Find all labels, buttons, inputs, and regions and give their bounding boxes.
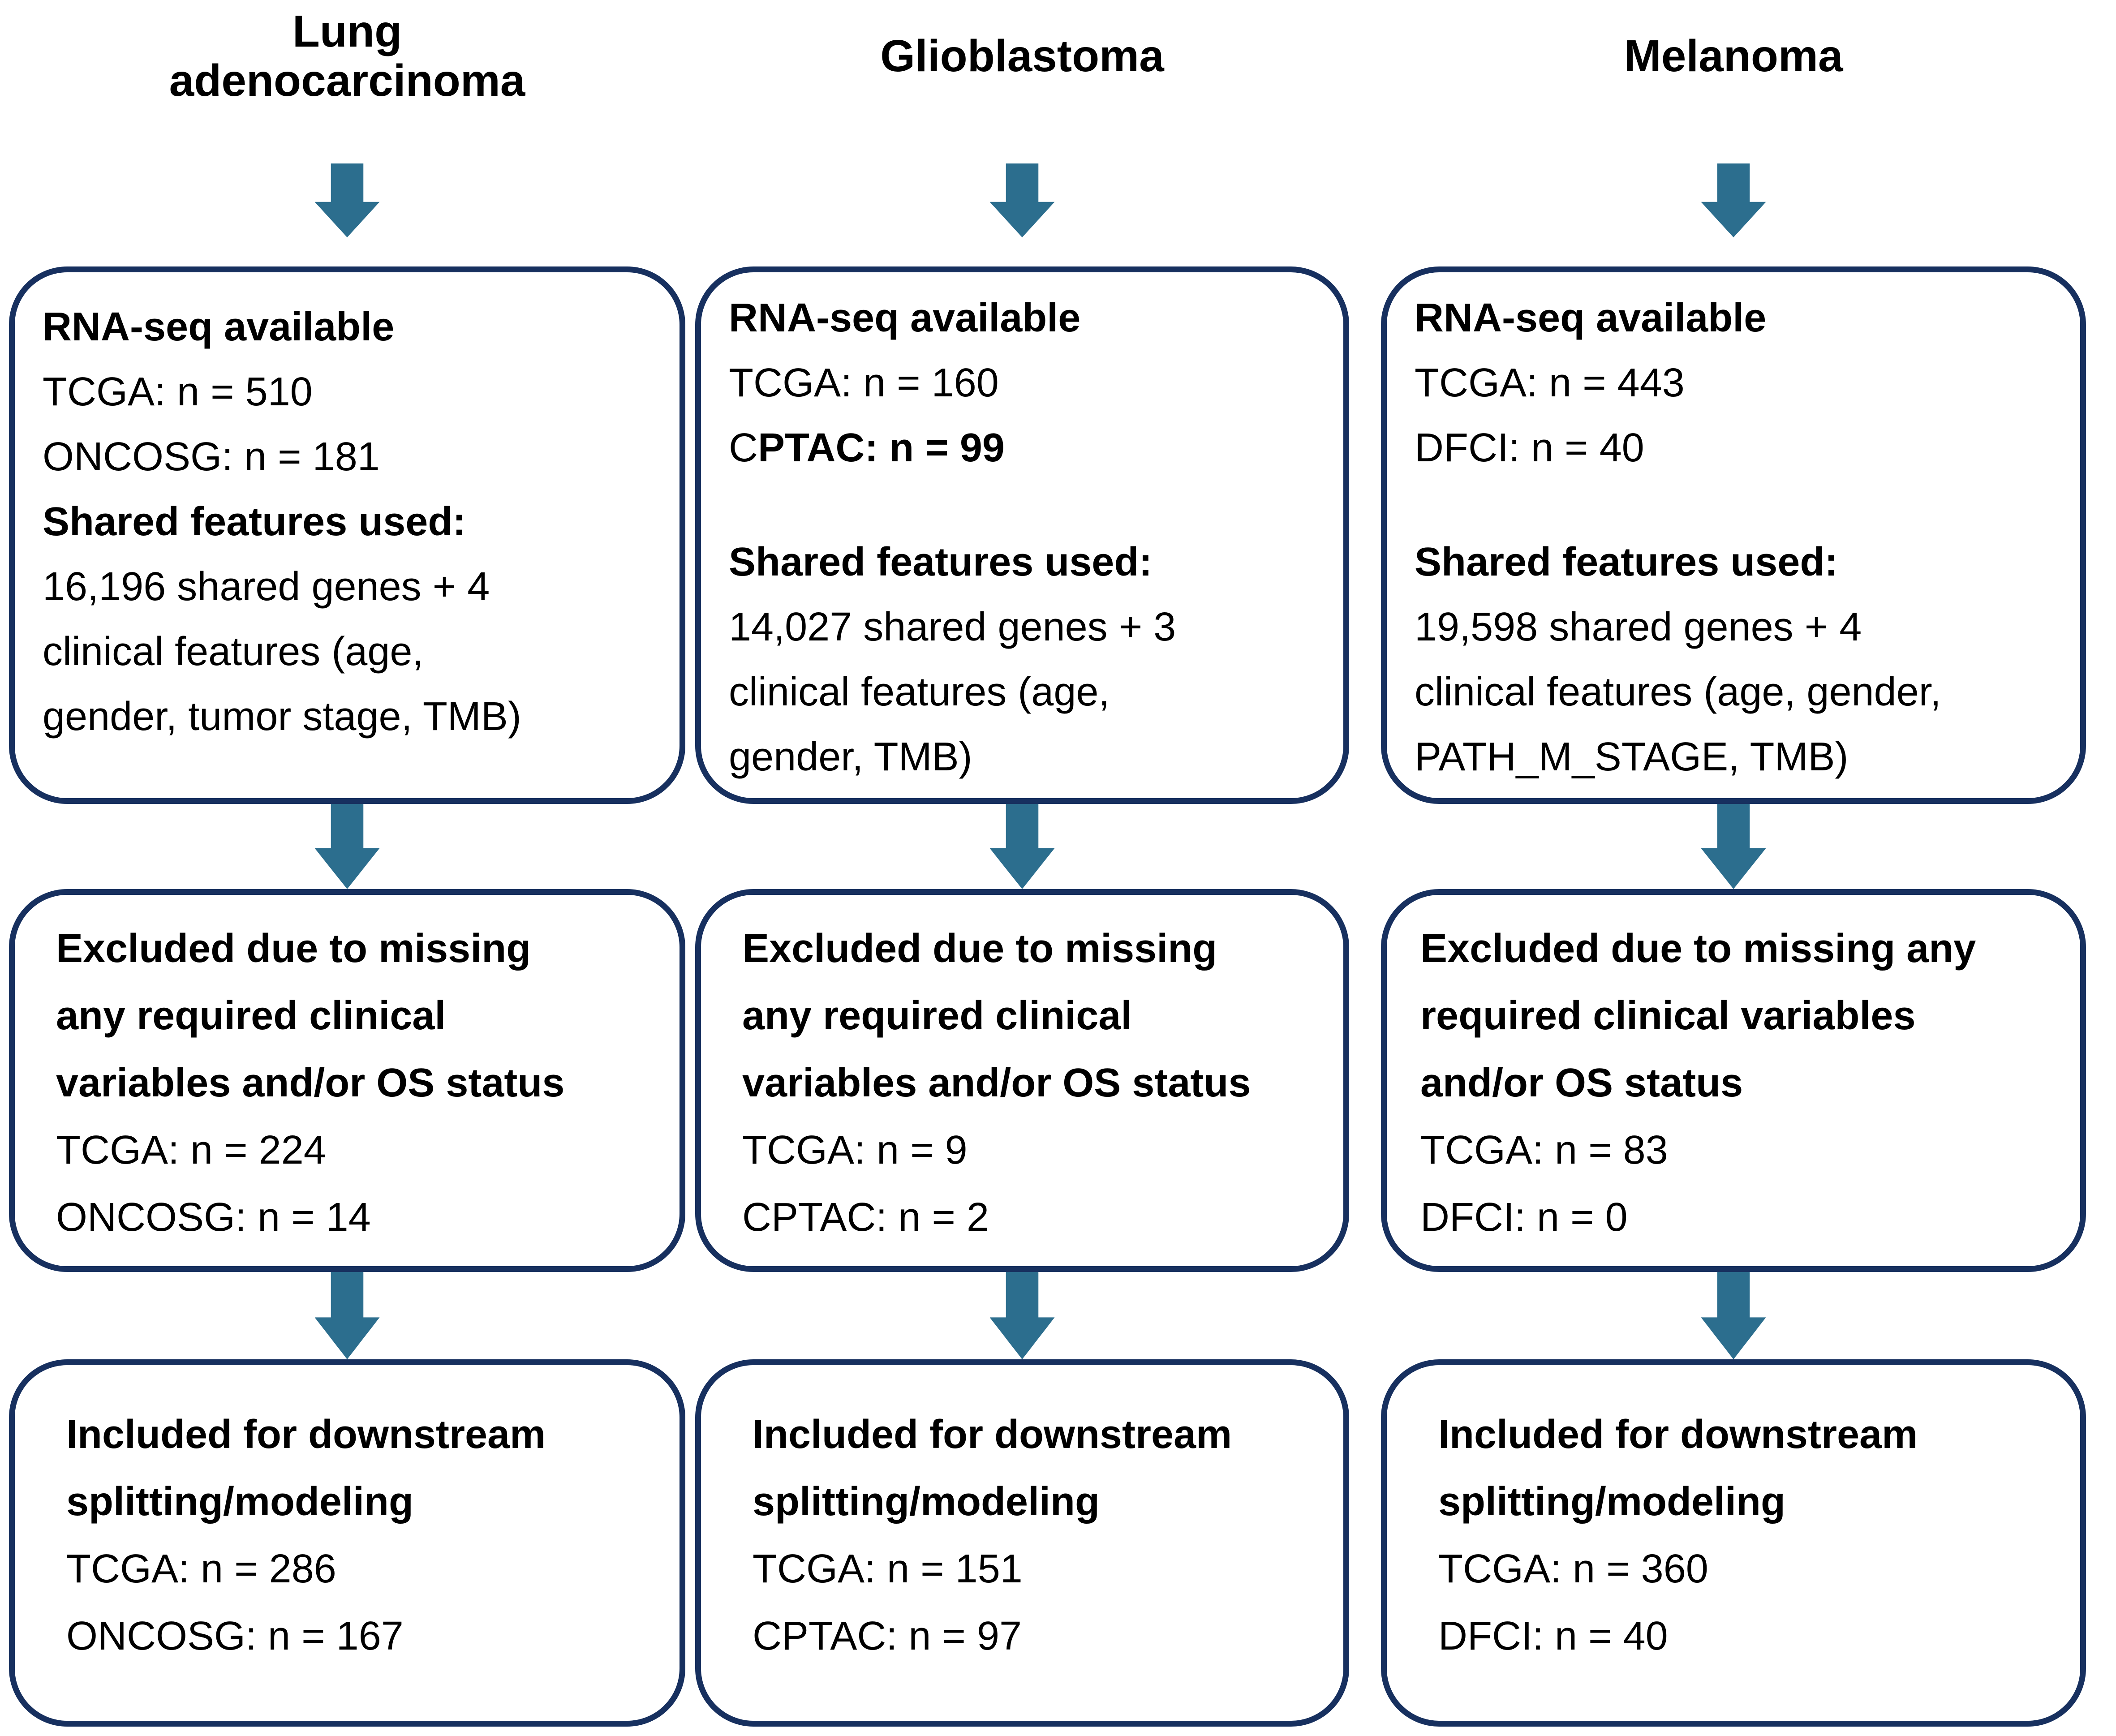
- box-line: Shared features used:: [729, 540, 1153, 584]
- box-line: ONCOSG: n = 14: [56, 1195, 371, 1240]
- arrow-slot: [695, 112, 1349, 266]
- box-line-prefix: C: [729, 425, 758, 470]
- arrow-slot: [695, 1272, 1349, 1359]
- arrow-slot: [9, 112, 685, 266]
- box-line: DFCI: n = 40: [1438, 1614, 1668, 1659]
- down-arrow-icon: [989, 163, 1055, 237]
- box-line: ONCOSG: n = 181: [43, 434, 380, 479]
- down-arrow-icon: [314, 804, 380, 889]
- box-line: DFCI: n = 0: [1420, 1195, 1628, 1240]
- flow-box-rna-seq-available: RNA-seq available TCGA: n = 510 ONCOSG: …: [9, 266, 685, 804]
- box-line: 14,027 shared genes + 3 clinical feature…: [729, 605, 1176, 779]
- box-line: TCGA: n = 286: [66, 1547, 336, 1591]
- flow-box-rna-seq-available: RNA-seq available TCGA: n = 443 DFCI: n …: [1381, 266, 2086, 804]
- box-line: TCGA: n = 160: [729, 361, 999, 405]
- column-melanoma: Melanoma RNA-seq available TCGA: n = 443…: [1381, 0, 2086, 1727]
- down-arrow-icon: [1701, 163, 1766, 237]
- flow-box-included: Included for downstream splitting/modeli…: [9, 1359, 685, 1727]
- arrow-slot: [9, 804, 685, 889]
- box-line: Excluded due to missing any required cli…: [1420, 926, 1976, 1105]
- box-line: Excluded due to missing any required cli…: [56, 926, 565, 1105]
- arrow-slot: [1381, 112, 2086, 266]
- down-arrow-icon: [989, 1272, 1055, 1359]
- box-line: CPTAC: n = 97: [753, 1614, 1022, 1659]
- box-line: TCGA: n = 510: [43, 370, 313, 414]
- box-line: Shared features used:: [1415, 540, 1838, 584]
- box-line: RNA-seq available: [1415, 296, 1767, 340]
- box-line: CPTAC: n = 99: [729, 416, 1325, 481]
- box-line: RNA-seq available: [729, 296, 1081, 340]
- box-line: DFCI: n = 40: [1415, 425, 1644, 470]
- flow-box-excluded: Excluded due to missing any required cli…: [9, 889, 685, 1272]
- flow-box-rna-seq-available: RNA-seq available TCGA: n = 160 CPTAC: n…: [695, 266, 1349, 804]
- down-arrow-icon: [1701, 1272, 1766, 1359]
- column-lung-adenocarcinoma: Lung adenocarcinoma RNA-seq available TC…: [9, 0, 685, 1727]
- flow-box-included: Included for downstream splitting/modeli…: [1381, 1359, 2086, 1727]
- down-arrow-icon: [314, 1272, 380, 1359]
- down-arrow-icon: [989, 804, 1055, 889]
- box-line: TCGA: n = 151: [753, 1547, 1023, 1591]
- box-line: Included for downstream splitting/modeli…: [753, 1412, 1232, 1524]
- arrow-slot: [1381, 1272, 2086, 1359]
- down-arrow-icon: [1701, 804, 1766, 889]
- flow-box-included: Included for downstream splitting/modeli…: [695, 1359, 1349, 1727]
- column-header: Lung adenocarcinoma: [169, 6, 525, 106]
- flow-box-excluded: Excluded due to missing any required cli…: [1381, 889, 2086, 1272]
- down-arrow-icon: [314, 163, 380, 237]
- box-line: ONCOSG: n = 167: [66, 1614, 404, 1659]
- box-line: TCGA: n = 360: [1438, 1547, 1708, 1591]
- box-line-emphasis: PTAC: n = 99: [758, 425, 1005, 470]
- flow-box-excluded: Excluded due to missing any required cli…: [695, 889, 1349, 1272]
- box-line: TCGA: n = 83: [1420, 1128, 1668, 1173]
- box-line: RNA-seq available: [43, 305, 395, 349]
- column-header: Melanoma: [1624, 31, 1843, 81]
- arrow-slot: [695, 804, 1349, 889]
- box-line: 19,598 shared genes + 4 clinical feature…: [1415, 605, 1941, 779]
- box-line: Included for downstream splitting/modeli…: [66, 1412, 546, 1524]
- blank-line: [1415, 481, 2062, 530]
- box-line: Excluded due to missing any required cli…: [742, 926, 1251, 1105]
- arrow-slot: [1381, 804, 2086, 889]
- box-line: Shared features used:: [43, 499, 466, 544]
- box-line: TCGA: n = 224: [56, 1128, 326, 1173]
- box-line: TCGA: n = 443: [1415, 361, 1685, 405]
- box-line: TCGA: n = 9: [742, 1128, 968, 1173]
- column-glioblastoma: Glioblastoma RNA-seq available TCGA: n =…: [695, 0, 1349, 1727]
- arrow-slot: [9, 1272, 685, 1359]
- column-header: Glioblastoma: [880, 31, 1164, 81]
- blank-line: [729, 481, 1325, 530]
- box-line: 16,196 shared genes + 4 clinical feature…: [43, 564, 521, 739]
- box-line: Included for downstream splitting/modeli…: [1438, 1412, 1918, 1524]
- box-line: CPTAC: n = 2: [742, 1195, 989, 1240]
